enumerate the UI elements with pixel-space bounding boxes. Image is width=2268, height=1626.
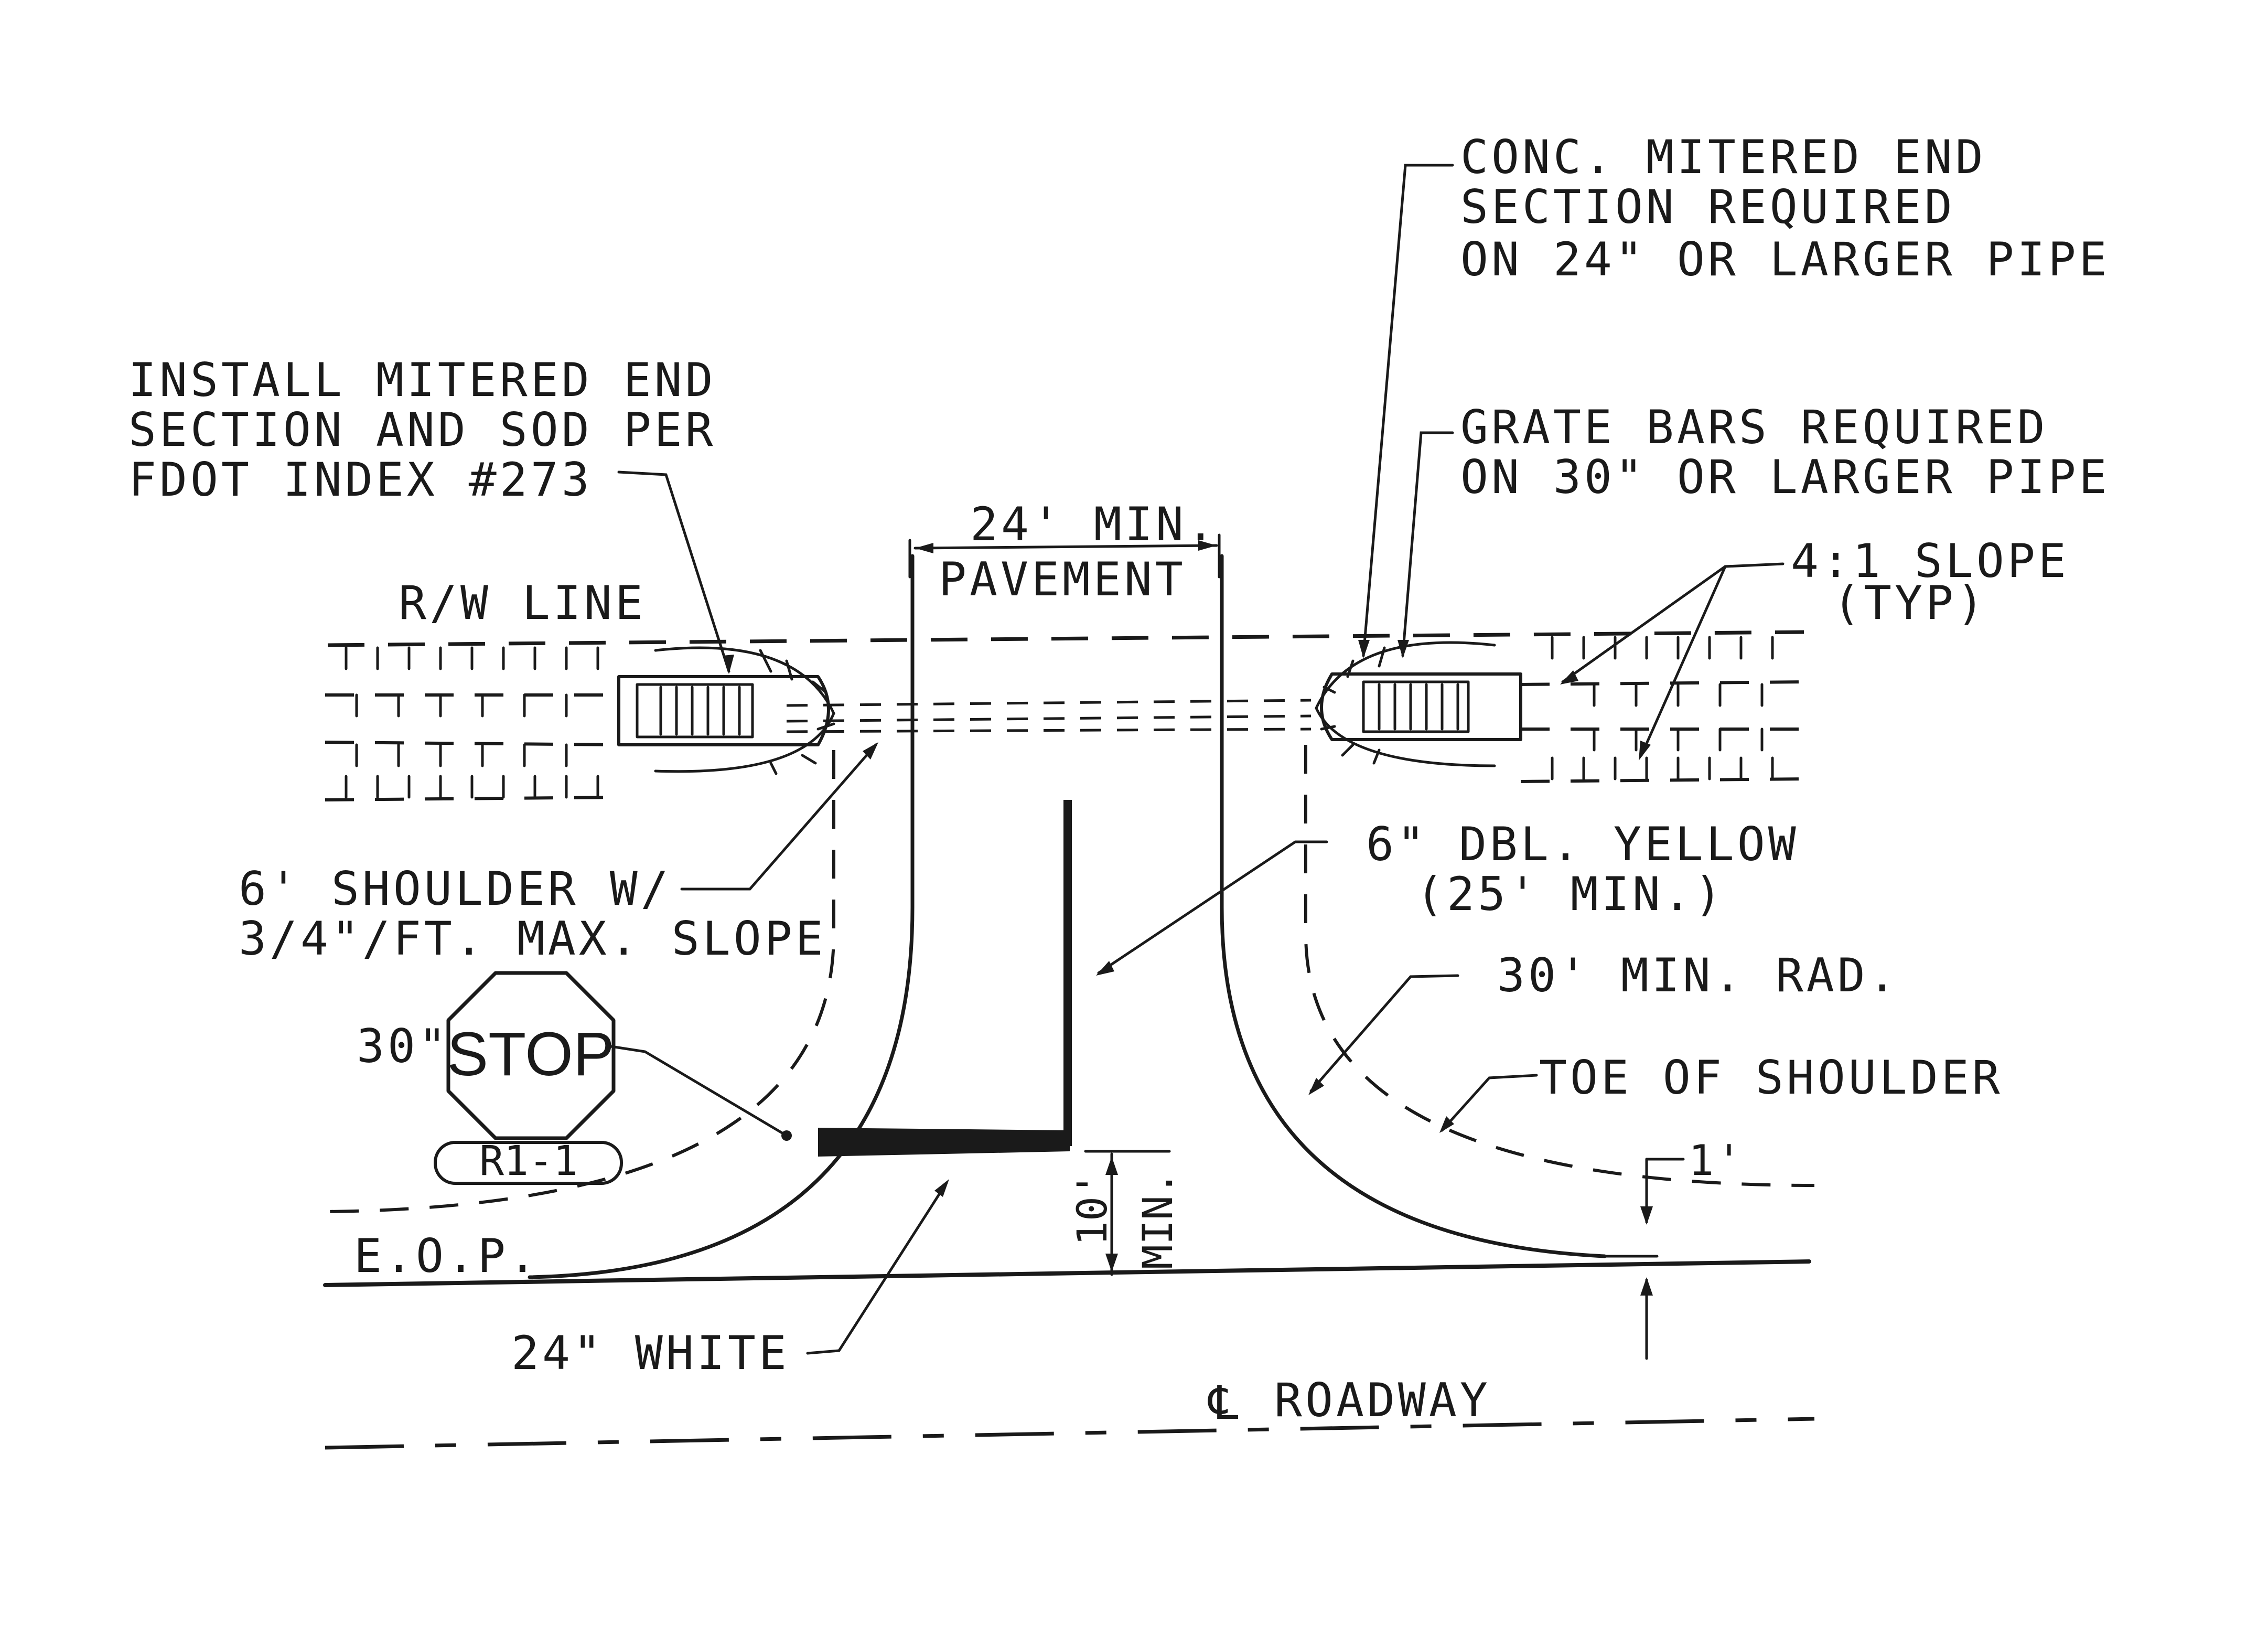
main-road bbox=[323, 1259, 1815, 1450]
slope-line2: (TYP) bbox=[1833, 576, 1987, 630]
rw-line-label: R/W LINE bbox=[399, 576, 646, 630]
edp-label: E.O.P. bbox=[354, 1229, 540, 1283]
text-labels: INSTALL MITERED END SECTION AND SOD PER … bbox=[128, 130, 2110, 1430]
mitered-end-left bbox=[617, 646, 835, 775]
double-yellow-line bbox=[1063, 800, 1072, 1146]
ten-min-label-a: 10' bbox=[1069, 1172, 1116, 1246]
side-street-edges bbox=[528, 554, 1607, 1279]
sod-hatch-left bbox=[325, 646, 619, 801]
conc-note-line1: CONC. MITERED END bbox=[1460, 130, 1986, 184]
centerline-label: ROADWAY bbox=[1274, 1373, 1491, 1427]
rw-line bbox=[327, 630, 1804, 647]
centerline-symbol: ℄ bbox=[1208, 1376, 1242, 1430]
grate-note-line2: ON 30" OR LARGER PIPE bbox=[1460, 450, 2110, 504]
stop-sign-text: STOP bbox=[447, 1020, 614, 1089]
mitered-end-right bbox=[1315, 641, 1522, 767]
white-bar-label: 24" WHITE bbox=[511, 1326, 790, 1380]
install-note-line3: FDOT INDEX #273 bbox=[128, 453, 593, 507]
sign-code-label: R1-1 bbox=[479, 1138, 578, 1185]
install-note-line2: SECTION AND SOD PER bbox=[128, 403, 716, 457]
conc-note-line3: ON 24" OR LARGER PIPE bbox=[1460, 232, 2110, 286]
slope-line1: 4:1 SLOPE bbox=[1791, 534, 2069, 588]
pavement-markings bbox=[818, 800, 1072, 1157]
conc-note-line2: SECTION REQUIRED bbox=[1460, 180, 1955, 234]
pavement-dim-line1: 24' MIN. bbox=[970, 497, 1218, 551]
ten-min-label-b: MIN. bbox=[1135, 1171, 1182, 1269]
install-note-line1: INSTALL MITERED END bbox=[128, 353, 716, 407]
radius-label: 30' MIN. RAD. bbox=[1497, 948, 1899, 1002]
one-foot-label: 1' bbox=[1689, 1136, 1744, 1185]
stop-size-label: 30" bbox=[357, 1019, 449, 1073]
dim-one-foot bbox=[1603, 1158, 1685, 1360]
shoulder-note-line1: 6' SHOULDER W/ bbox=[239, 862, 672, 916]
pavement-dim-line2: PAVEMENT bbox=[939, 552, 1186, 606]
leader-lines bbox=[609, 164, 1785, 1355]
dim-pavement-width bbox=[908, 533, 1221, 579]
sod-hatch-right bbox=[1520, 636, 1804, 783]
toe-of-shoulder bbox=[325, 745, 1815, 1213]
stop-sign: STOP R1-1 bbox=[434, 971, 623, 1185]
white-stop-bar bbox=[818, 1128, 1070, 1157]
culvert-pipe bbox=[786, 699, 1312, 733]
yellow-note-line1: 6" DBL. YELLOW bbox=[1366, 817, 1799, 871]
grate-note-line1: GRATE BARS REQUIRED bbox=[1460, 400, 2048, 454]
shoulder-note-line2: 3/4"/FT. MAX. SLOPE bbox=[239, 912, 826, 966]
toe-label: TOE OF SHOULDER bbox=[1539, 1051, 2003, 1105]
dim-ten-min bbox=[1084, 1150, 1171, 1276]
yellow-note-line2: (25' MIN.) bbox=[1416, 867, 1725, 921]
